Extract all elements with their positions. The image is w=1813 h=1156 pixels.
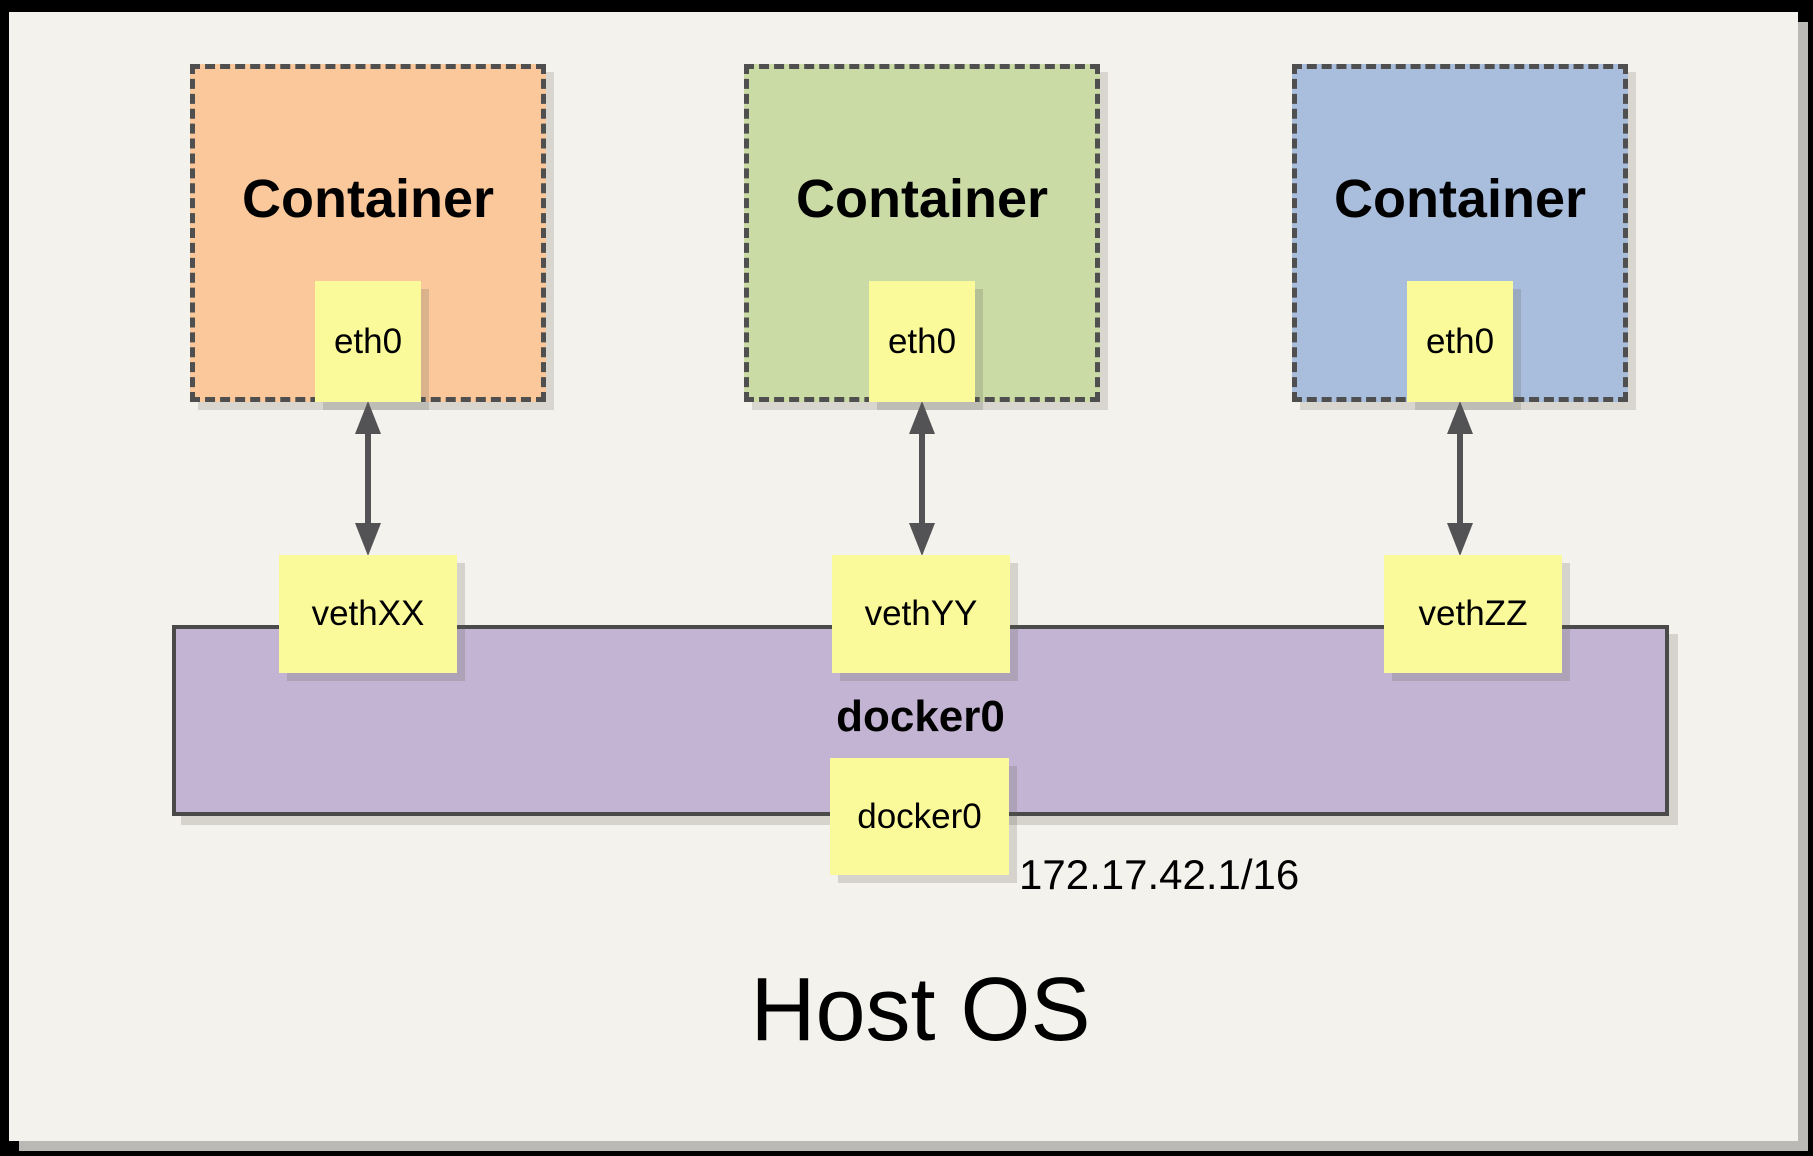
container-label: Container	[241, 169, 495, 229]
container-label: Container	[1333, 169, 1587, 229]
container-box-2: Container eth0	[744, 64, 1100, 402]
docker0-bridge-label: docker0	[836, 692, 1005, 741]
eth0-interface-note: eth0	[1407, 281, 1513, 402]
vethyy-label: vethYY	[864, 594, 978, 633]
docker0-interface-note: docker0	[830, 758, 1009, 875]
vethxx-label: vethXX	[311, 594, 425, 633]
container-box-1: Container eth0	[190, 64, 546, 402]
host-os-label: Host OS	[750, 960, 1091, 1060]
eth0-label: eth0	[1425, 321, 1495, 361]
container-box-3: Container eth0	[1292, 64, 1628, 402]
double-arrow-icon	[355, 401, 381, 556]
vethzz-label: vethZZ	[1418, 594, 1528, 633]
eth0-label: eth0	[333, 321, 403, 361]
host-os-panel: Container eth0 Container eth0 Container …	[9, 12, 1798, 1141]
double-arrow-icon	[909, 401, 935, 556]
container-label: Container	[795, 169, 1049, 229]
docker0-interface-label: docker0	[857, 796, 982, 836]
subnet-address-label: 172.17.42.1/16	[1019, 851, 1300, 898]
double-arrow-icon	[1447, 401, 1473, 556]
vethzz-note: vethZZ	[1384, 555, 1562, 673]
vethxx-note: vethXX	[279, 555, 457, 673]
eth0-interface-note: eth0	[869, 281, 975, 402]
vethyy-note: vethYY	[832, 555, 1010, 673]
eth0-interface-note: eth0	[315, 281, 421, 402]
eth0-label: eth0	[887, 321, 957, 361]
